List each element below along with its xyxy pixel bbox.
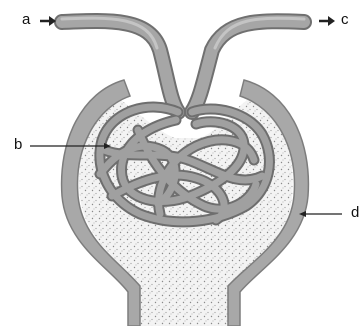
arrow-c-icon (319, 16, 335, 26)
label-b: b (14, 136, 22, 153)
leader-line-d (299, 211, 342, 217)
arrow-a-icon (40, 16, 56, 26)
label-a: a (22, 11, 30, 28)
label-c: c (341, 11, 349, 28)
label-d: d (351, 204, 359, 221)
